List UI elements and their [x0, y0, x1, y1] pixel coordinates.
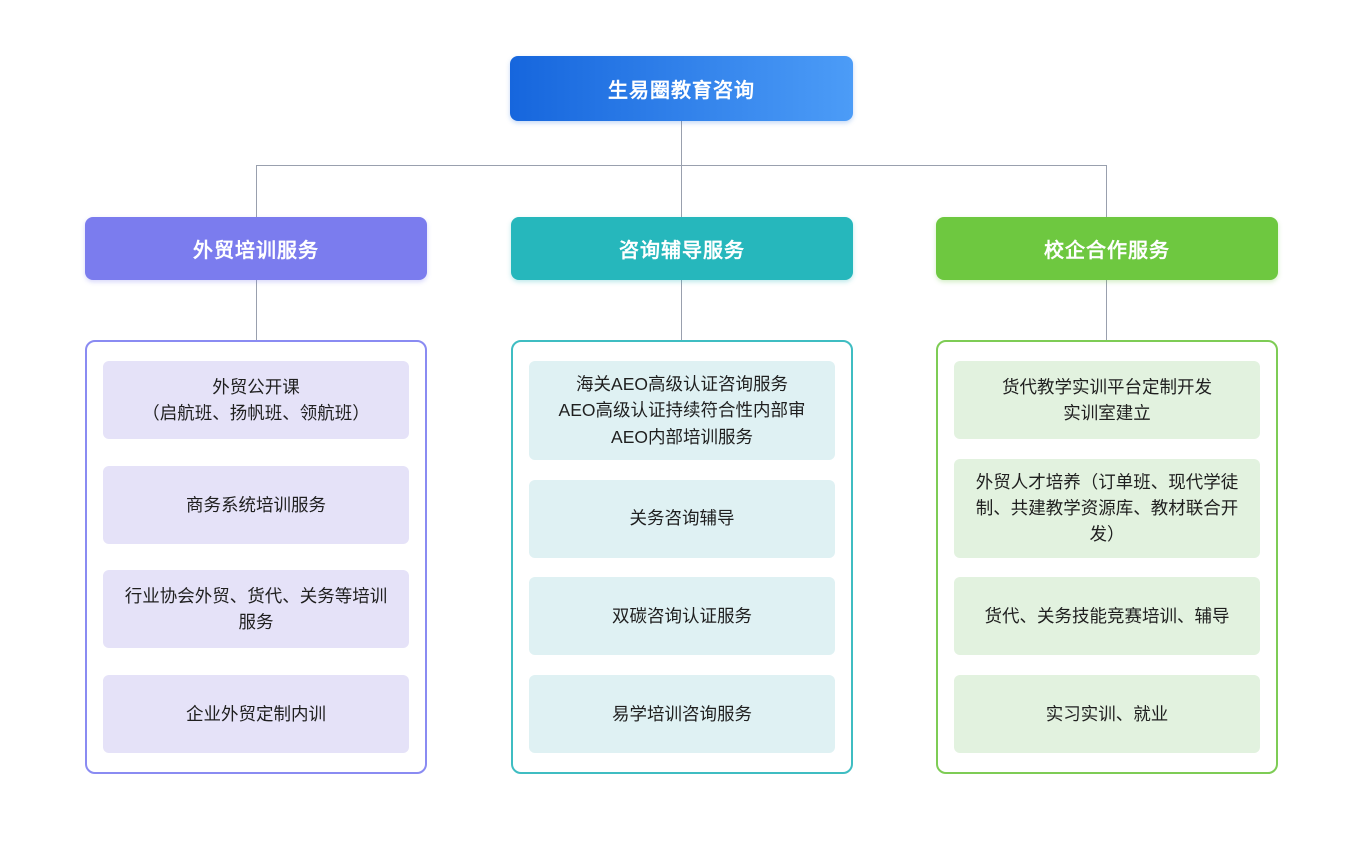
- branch-group-consulting-coaching: 海关AEO高级认证咨询服务 AEO高级认证持续符合性内部审 AEO内部培训服务 …: [511, 340, 853, 774]
- leaf-line: AEO内部培训服务: [611, 426, 753, 447]
- leaf-line: 实习实训、就业: [1045, 703, 1169, 724]
- connector-branch1-vertical: [256, 166, 257, 217]
- branch-header-school-enterprise: 校企合作服务: [936, 217, 1278, 280]
- connector-branch2-vertical: [681, 166, 682, 217]
- leaf-line: 双碳咨询认证服务: [612, 606, 752, 627]
- root-node-label: 生易圈教育咨询: [608, 80, 755, 102]
- leaf-line: 行业协会外贸、货代、关务等培训服务: [124, 586, 388, 633]
- leaf-line: （启航班、扬帆班、领航班）: [142, 403, 370, 423]
- leaf-line: 外贸人才培养（订单班、现代学徒制、共建教学资源库、教材联合开发）: [975, 471, 1239, 545]
- leaf-line: 货代教学实训平台定制开发: [1002, 376, 1212, 397]
- leaf-line: 实训室建立: [1063, 403, 1151, 423]
- leaf-node: 货代教学实训平台定制开发 实训室建立: [954, 361, 1260, 439]
- connector-group2-vertical: [681, 280, 682, 340]
- leaf-node: 双碳咨询认证服务: [529, 577, 835, 656]
- connector-group1-vertical: [256, 280, 257, 340]
- leaf-line: 商务系统培训服务: [186, 494, 326, 515]
- connector-branch3-vertical: [1106, 166, 1107, 217]
- leaf-node: 商务系统培训服务: [103, 465, 409, 544]
- root-node: 生易圈教育咨询: [510, 56, 853, 121]
- leaf-line: 外贸公开课: [212, 376, 300, 397]
- leaf-node: 货代、关务技能竞赛培训、辅导: [954, 577, 1260, 656]
- leaf-node: 易学培训咨询服务: [529, 675, 835, 753]
- connector-group3-vertical: [1106, 280, 1107, 340]
- leaf-node: 外贸公开课 （启航班、扬帆班、领航班）: [103, 361, 409, 439]
- branch-header-consulting-coaching: 咨询辅导服务: [511, 217, 853, 280]
- branch-group-foreign-trade-training: 外贸公开课 （启航班、扬帆班、领航班） 商务系统培训服务 行业协会外贸、货代、关…: [85, 340, 427, 774]
- leaf-node: 企业外贸定制内训: [103, 674, 409, 753]
- leaf-line: 易学培训咨询服务: [612, 703, 752, 724]
- leaf-node: 海关AEO高级认证咨询服务 AEO高级认证持续符合性内部审 AEO内部培训服务: [529, 361, 835, 460]
- branch-header-label: 校企合作服务: [1044, 240, 1170, 262]
- branch-header-foreign-trade-training: 外贸培训服务: [85, 217, 427, 280]
- connector-horizontal: [256, 165, 1107, 166]
- leaf-node: 行业协会外贸、货代、关务等培训服务: [103, 570, 409, 649]
- leaf-node: 关务咨询辅导: [529, 479, 835, 558]
- leaf-line: AEO高级认证持续符合性内部审: [558, 400, 806, 421]
- leaf-line: 海关AEO高级认证咨询服务: [576, 374, 788, 394]
- leaf-line: 关务咨询辅导: [629, 508, 735, 529]
- leaf-line: 企业外贸定制内训: [186, 703, 326, 724]
- branch-group-school-enterprise: 货代教学实训平台定制开发 实训室建立 外贸人才培养（订单班、现代学徒制、共建教学…: [936, 340, 1278, 774]
- leaf-node: 外贸人才培养（订单班、现代学徒制、共建教学资源库、教材联合开发）: [954, 458, 1260, 558]
- branch-header-label: 咨询辅导服务: [619, 240, 745, 262]
- leaf-line: 货代、关务技能竞赛培训、辅导: [984, 606, 1230, 627]
- connector-root-vertical: [681, 121, 682, 166]
- branch-header-label: 外贸培训服务: [193, 240, 319, 262]
- leaf-node: 实习实训、就业: [954, 675, 1260, 753]
